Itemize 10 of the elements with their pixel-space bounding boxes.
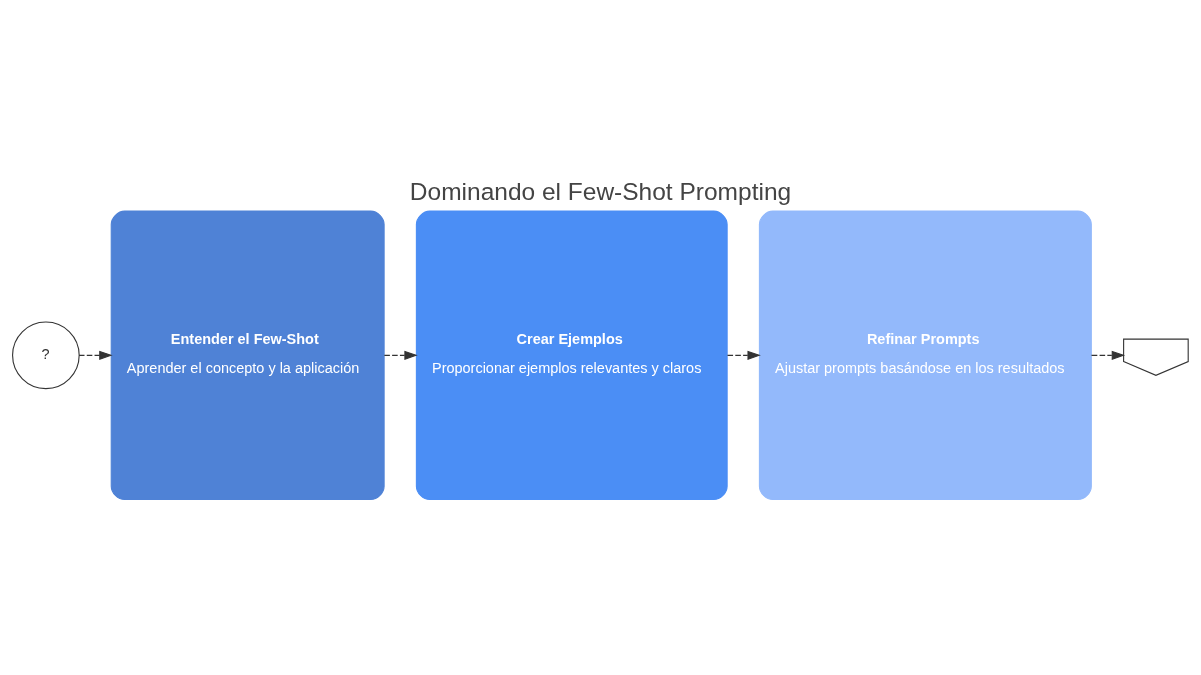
node-box: Entender el Few-Shot Aprender el concepto y la aplicación <box>110 210 385 501</box>
node-shield <box>1123 338 1189 376</box>
diagram-title: Dominando el Few-Shot Prompting <box>409 177 792 205</box>
arrow <box>726 350 761 360</box>
arrow <box>78 350 113 360</box>
node-circle: ? <box>12 321 80 390</box>
node-box: Crear Ejemplos Proporcionar ejemplos relevantes y claros <box>415 210 728 501</box>
node-box: Refinar Prompts Ajustar prompts basándose en los resultados <box>758 210 1092 501</box>
arrow <box>1090 350 1126 360</box>
arrow <box>383 350 418 360</box>
